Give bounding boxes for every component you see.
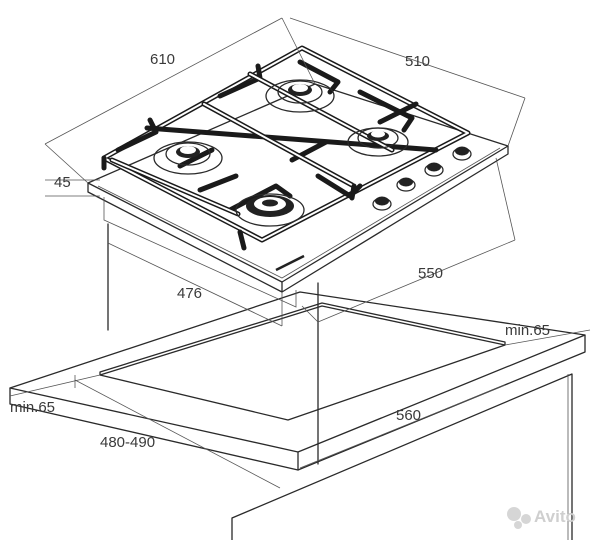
burner-left — [153, 141, 223, 175]
control-knobs — [372, 146, 472, 211]
label-height: 45 — [54, 174, 71, 191]
knob-3 — [424, 162, 444, 177]
burner-right — [347, 127, 409, 157]
label-cutout-width: 550 — [418, 265, 443, 282]
label-depth-total: 510 — [405, 53, 430, 70]
hob — [87, 83, 509, 308]
pan-support-grate — [101, 45, 471, 251]
watermark: Avito — [507, 507, 576, 529]
watermark-text: Avito — [534, 507, 576, 526]
burner-wok — [235, 193, 305, 227]
brand-plate — [275, 254, 305, 272]
knob-1 — [372, 196, 392, 211]
worktop — [9, 291, 586, 540]
burner-rear — [265, 79, 335, 113]
knob-4 — [452, 146, 472, 161]
dimension-lines — [9, 17, 591, 489]
knob-2 — [396, 177, 416, 192]
label-min-back: min.65 — [505, 322, 550, 339]
label-cutout-depth: 476 — [177, 285, 202, 302]
label-worktop-depth: 480-490 — [100, 434, 155, 451]
label-min-front: min.65 — [10, 399, 55, 416]
label-width-total: 610 — [150, 51, 175, 68]
label-worktop-width: 560 — [396, 407, 421, 424]
